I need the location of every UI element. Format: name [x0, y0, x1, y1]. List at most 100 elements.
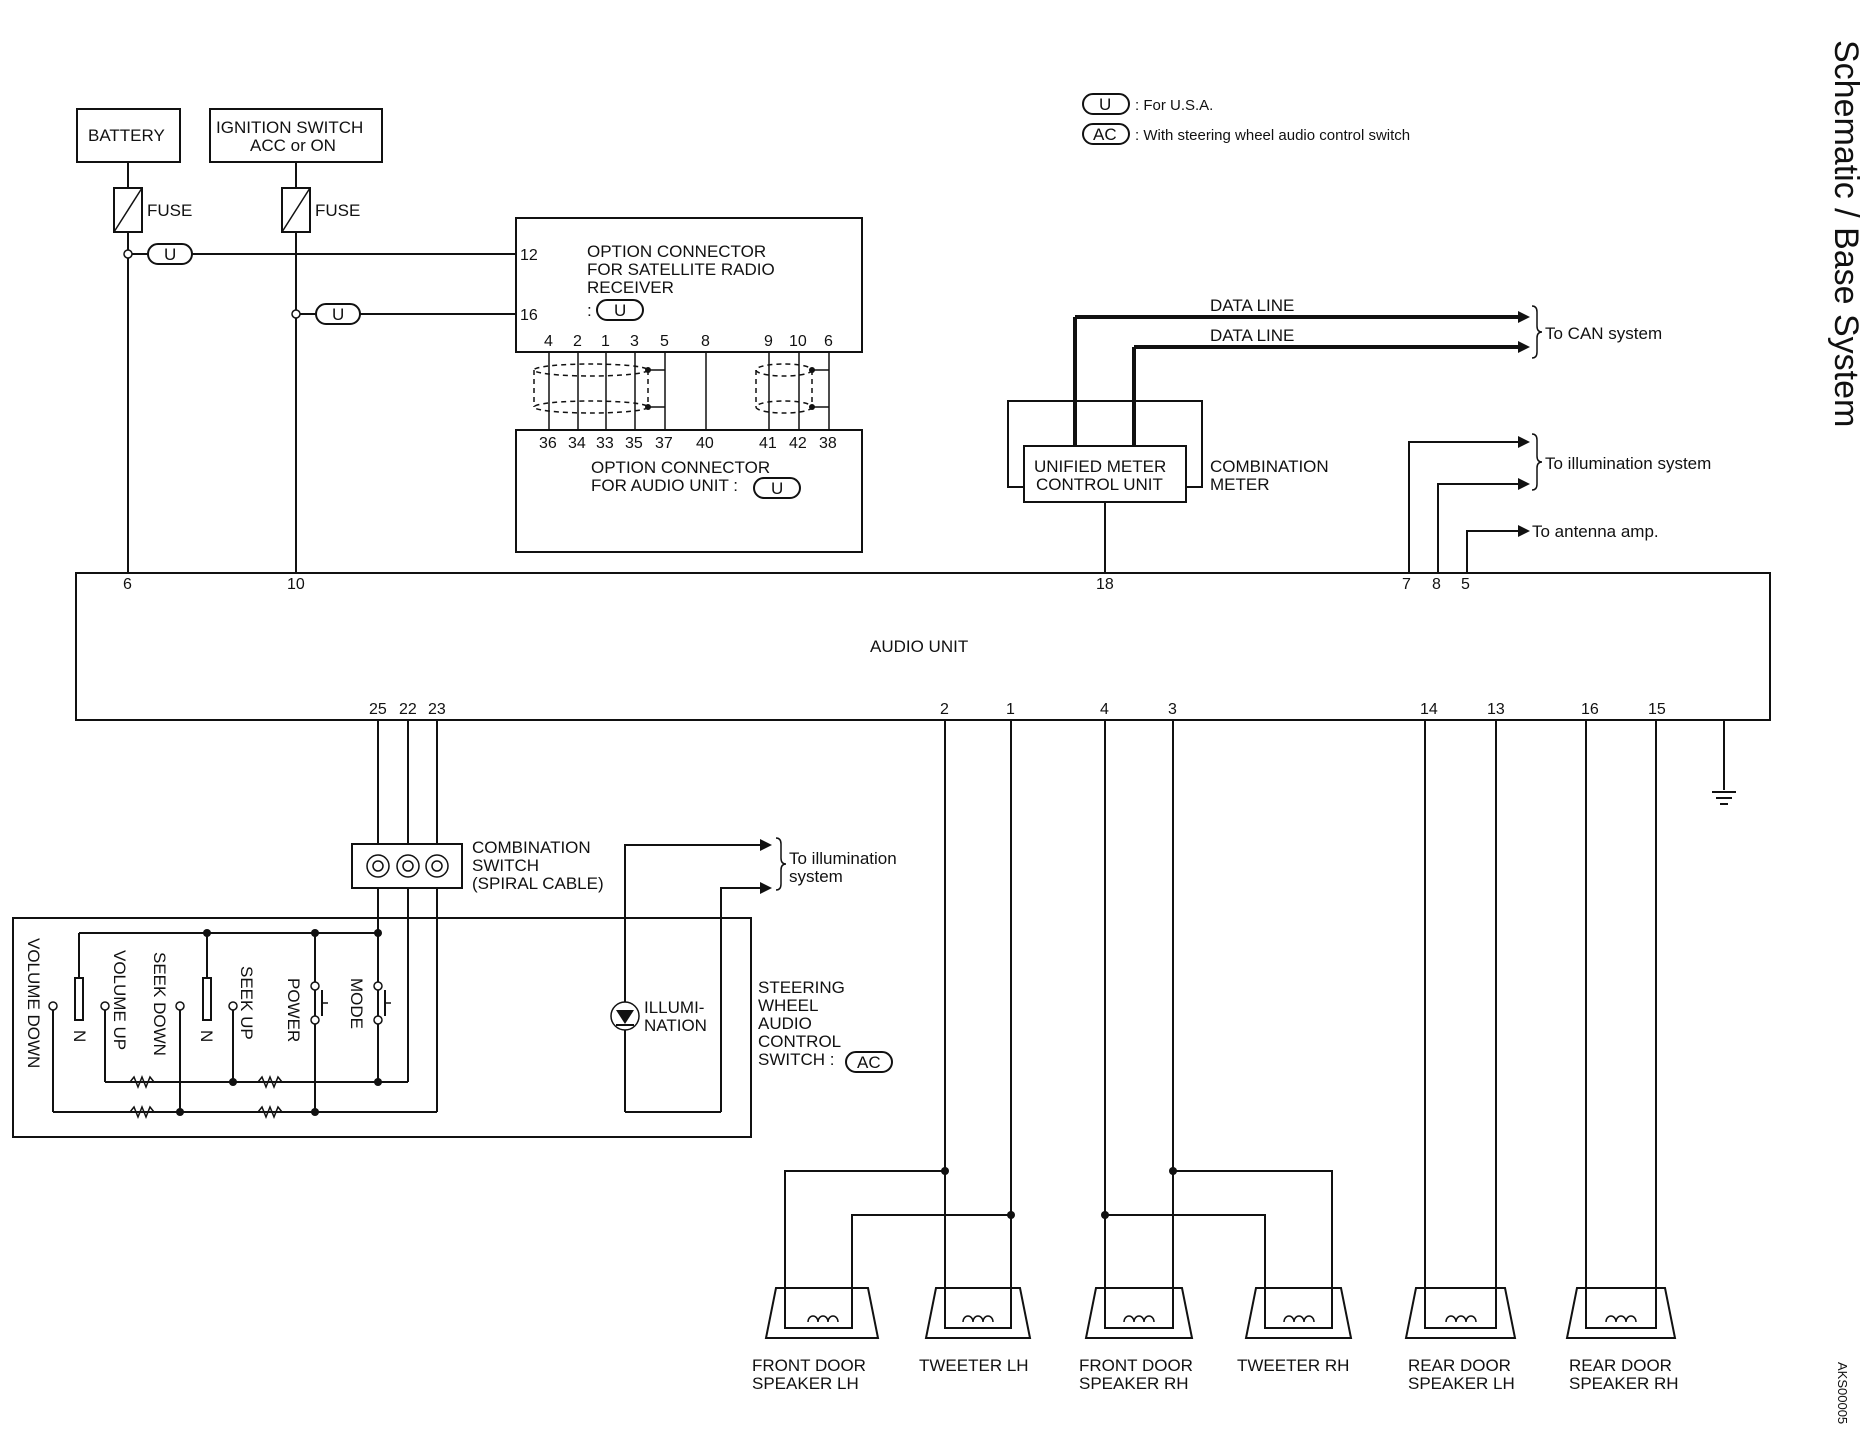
junction	[291, 309, 301, 319]
pin: 5	[1461, 576, 1470, 593]
switch-icon	[74, 977, 84, 1021]
comb-switch-label-3: (SPIRAL CABLE)	[472, 874, 604, 893]
led-icon	[610, 1001, 640, 1031]
legend-tag-ac	[1082, 123, 1130, 145]
arrow-icon	[1518, 311, 1530, 323]
pin: 1	[1006, 701, 1015, 718]
arrow-icon	[1518, 525, 1530, 537]
legend-tag-u-text: U	[1099, 95, 1111, 114]
n-label-2: N	[197, 1030, 216, 1042]
pin: 25	[369, 701, 387, 718]
opt-sat-label-3: RECEIVER	[587, 278, 674, 297]
illumination-antenna-outputs: To illumination system To antenna amp.	[1408, 433, 1711, 573]
pin: 22	[399, 701, 417, 718]
legend-tag-ac-text: AC	[1093, 125, 1117, 144]
n-label-1: N	[70, 1030, 89, 1042]
audio-unit-box	[75, 572, 1771, 721]
speaker-icon	[764, 1287, 880, 1339]
pin: 34	[568, 435, 586, 452]
pin: 33	[596, 435, 614, 452]
seek-up-label: SEEK UP	[237, 966, 256, 1040]
pin: 16	[1581, 701, 1599, 718]
pin: 8	[1432, 576, 1441, 593]
spk-fr-label-1: FRONT DOOR	[1079, 1356, 1193, 1375]
opt-audio-label-1: OPTION CONNECTOR	[591, 458, 770, 477]
pin: 2	[940, 701, 949, 718]
opt-audio-box	[515, 429, 863, 553]
steering-label-5: SWITCH :	[758, 1050, 835, 1069]
pin: 4	[544, 333, 553, 350]
spk-fl-label-2: SPEAKER LH	[752, 1374, 859, 1393]
spk-rr-label-1: REAR DOOR	[1569, 1356, 1672, 1375]
steering-wheel-switch: VOLUME DOWN VOLUME UP N SEEK DOWN SEEK U…	[12, 837, 897, 1138]
pin: 15	[1648, 701, 1666, 718]
unified-label-2: CONTROL UNIT	[1036, 475, 1163, 494]
pin: 13	[1487, 701, 1505, 718]
opt-audio-tag-u	[753, 477, 801, 499]
steering-label-1: STEERING	[758, 978, 845, 997]
pin: 14	[1420, 701, 1438, 718]
arrow-icon	[760, 882, 772, 894]
fuse-1-label: FUSE	[147, 201, 192, 220]
pin: 9	[764, 333, 773, 350]
to-illum-label: To illumination system	[1545, 454, 1711, 473]
speakers: FRONT DOOR SPEAKER LH TWEETER LH FRONT D…	[752, 720, 1679, 1393]
ignition-label-1: IGNITION SWITCH	[216, 118, 363, 137]
pin: 6	[824, 333, 833, 350]
comb-switch-label-2: SWITCH	[472, 856, 539, 875]
pin: 36	[539, 435, 557, 452]
legend-tag-u	[1082, 93, 1130, 115]
pin: 7	[1402, 576, 1411, 593]
switch-icon	[202, 977, 212, 1021]
illum-label-2: NATION	[644, 1016, 707, 1035]
brace-icon	[1531, 433, 1543, 491]
opt-sat-colon: :	[587, 301, 592, 320]
pin: 8	[701, 333, 710, 350]
speaker-icon	[1404, 1287, 1517, 1339]
comb-switch-label-1: COMBINATION	[472, 838, 591, 857]
arrow-icon	[760, 839, 772, 851]
pin: 23	[428, 701, 446, 718]
arrow-icon	[1518, 341, 1530, 353]
tag-u-1-text: U	[164, 245, 176, 264]
pin: 37	[655, 435, 673, 452]
steering-label-2: WHEEL	[758, 996, 818, 1015]
combination-meter: UNIFIED METER CONTROL UNIT COMBINATION M…	[1007, 296, 1662, 573]
opt-sat-box	[515, 217, 863, 353]
ignition-switch-box	[209, 108, 383, 163]
pin: 35	[625, 435, 643, 452]
pin: 3	[630, 333, 639, 350]
battery-label: BATTERY	[88, 126, 165, 145]
pin: 10	[287, 576, 305, 593]
pin: 1	[601, 333, 610, 350]
resistor-icon	[129, 1074, 283, 1120]
audio-unit-label: AUDIO UNIT	[870, 637, 968, 656]
brace-icon	[775, 837, 787, 891]
data-line-1-label: DATA LINE	[1210, 296, 1294, 315]
fuse-2-label: FUSE	[315, 201, 360, 220]
brace-icon	[1531, 305, 1543, 359]
speaker-icon	[924, 1287, 1032, 1339]
speaker-icon	[1244, 1287, 1353, 1339]
spk-rl-label-2: SPEAKER LH	[1408, 1374, 1515, 1393]
legend: U : For U.S.A. AC : With steering wheel …	[1082, 93, 1410, 145]
to-antenna-label: To antenna amp.	[1532, 522, 1659, 541]
comb-meter-label-1: COMBINATION	[1210, 457, 1329, 476]
data-line-2-label: DATA LINE	[1210, 326, 1294, 345]
illum-label-1: ILLUMI-	[644, 998, 704, 1017]
opt-sat-tag-u	[596, 299, 644, 321]
ignition-label-2: ACC or ON	[250, 136, 336, 155]
pin: 2	[573, 333, 582, 350]
pin: 5	[660, 333, 669, 350]
shielded-harness	[533, 352, 830, 430]
unified-label-1: UNIFIED METER	[1034, 457, 1166, 476]
tag-u-2-text: U	[332, 305, 344, 324]
volume-up-label: VOLUME UP	[110, 950, 129, 1050]
steering-tag-ac-text: AC	[857, 1053, 881, 1072]
combination-switch: COMBINATION SWITCH (SPIRAL CABLE)	[351, 720, 604, 1112]
spk-twr-label: TWEETER RH	[1237, 1356, 1349, 1375]
spk-twl-label: TWEETER LH	[919, 1356, 1029, 1375]
to-illum2-label-2: system	[789, 867, 843, 886]
power-label: POWER	[284, 978, 303, 1042]
